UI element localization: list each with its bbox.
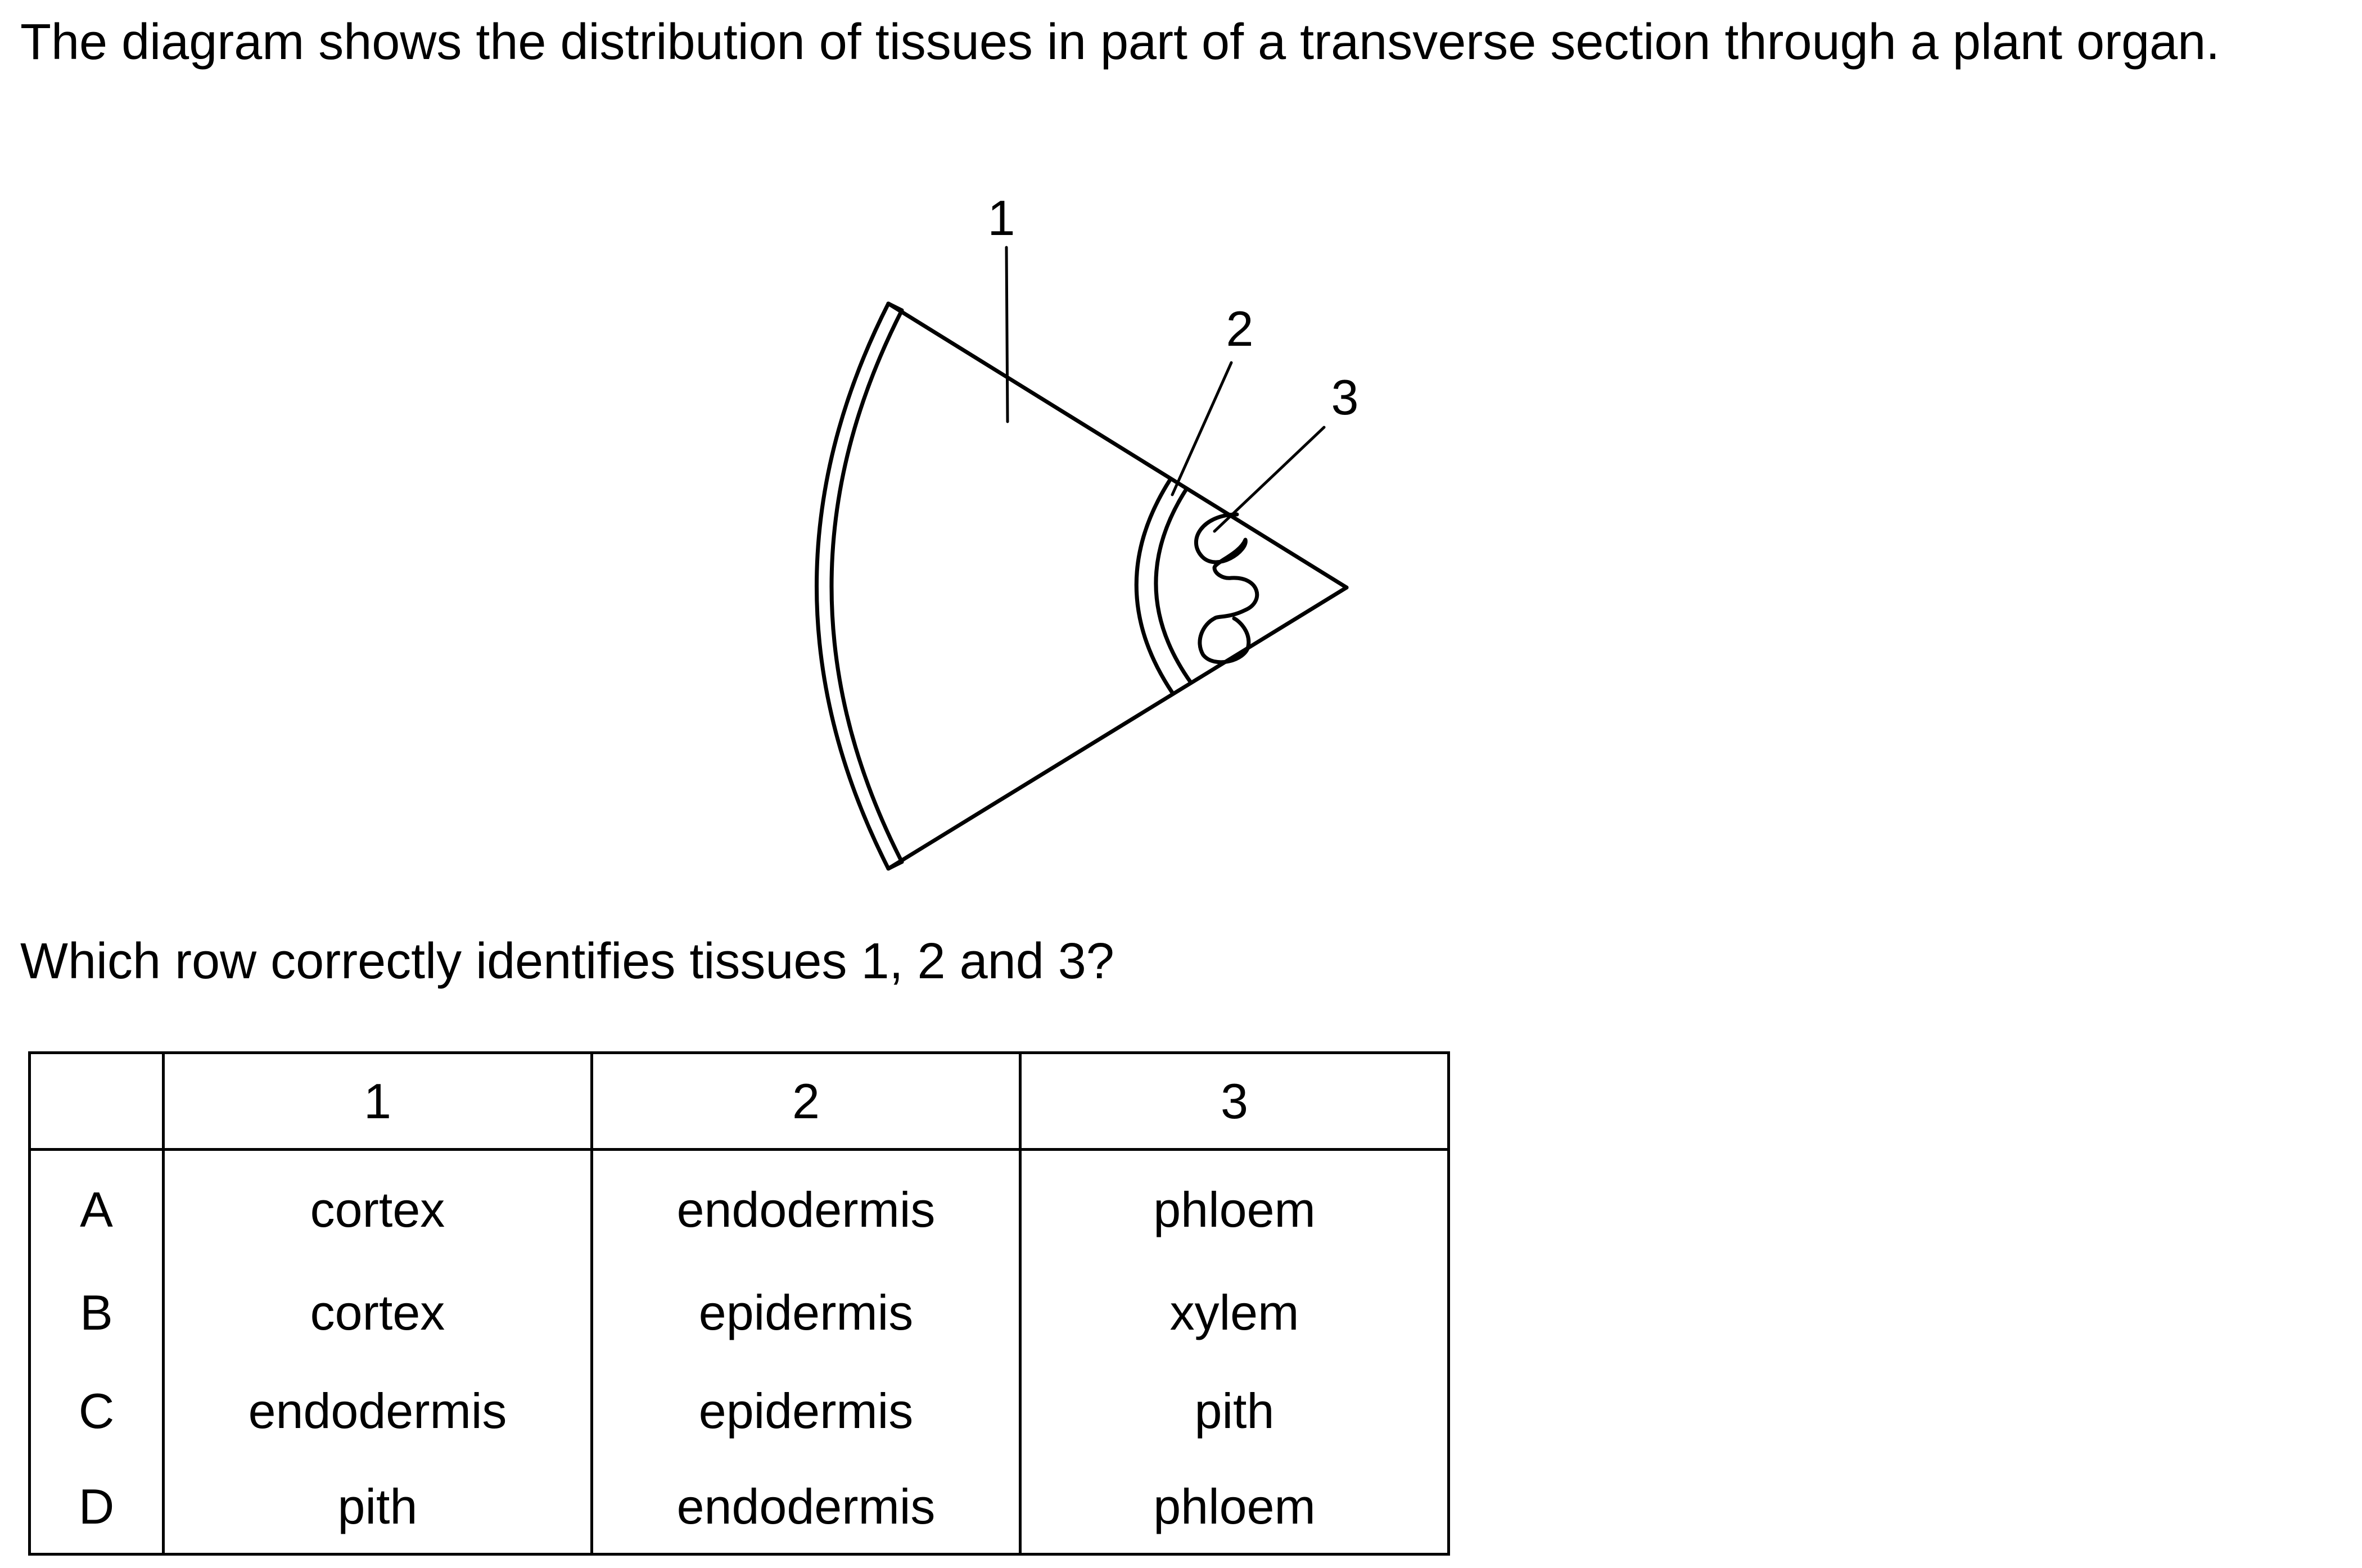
cell-tissue-3: pith bbox=[1019, 1362, 1450, 1460]
question-text: Which row correctly identifies tissues 1… bbox=[20, 933, 1114, 989]
header-key bbox=[28, 1051, 165, 1151]
outer-cap-top bbox=[886, 301, 904, 313]
cell-tissue-3: phloem bbox=[1019, 1149, 1450, 1263]
label-1: 1 bbox=[988, 190, 1015, 246]
cell-tissue-1: cortex bbox=[162, 1149, 593, 1263]
row-key: A bbox=[28, 1149, 165, 1263]
cell-tissue-2: endodermis bbox=[590, 1149, 1022, 1263]
table-row: B cortex epidermis xylem bbox=[28, 1263, 1450, 1362]
outer-arc-inner bbox=[829, 308, 904, 864]
inner-arc-inner bbox=[1154, 487, 1193, 685]
table-row: D pith endodermis phloem bbox=[28, 1460, 1450, 1556]
leader-line-2 bbox=[1171, 361, 1233, 496]
cell-tissue-2: endodermis bbox=[590, 1460, 1022, 1556]
leader-line-3 bbox=[1213, 426, 1326, 533]
sector-lower-edge bbox=[886, 585, 1349, 871]
header-tissue-1: 1 bbox=[162, 1051, 593, 1151]
table-row: A cortex endodermis phloem bbox=[28, 1149, 1450, 1263]
label-2: 2 bbox=[1226, 301, 1254, 356]
label-3: 3 bbox=[1331, 369, 1359, 425]
answer-table: 1 2 3 A cortex endodermis phloem B corte… bbox=[28, 1051, 1450, 1556]
cell-tissue-1: pith bbox=[162, 1460, 593, 1556]
intro-text: The diagram shows the distribution of ti… bbox=[20, 14, 2220, 70]
table-header-row: 1 2 3 bbox=[28, 1051, 1450, 1151]
outer-cap-bottom bbox=[886, 860, 904, 871]
leader-line-1 bbox=[1005, 246, 1009, 423]
cell-tissue-3: phloem bbox=[1019, 1460, 1450, 1556]
row-key: C bbox=[28, 1362, 165, 1460]
cell-tissue-1: cortex bbox=[162, 1263, 593, 1362]
cell-tissue-2: epidermis bbox=[590, 1263, 1022, 1362]
header-tissue-3: 3 bbox=[1019, 1051, 1450, 1151]
sector-upper-edge bbox=[886, 301, 1349, 590]
cell-tissue-2: epidermis bbox=[590, 1362, 1022, 1460]
header-tissue-2: 2 bbox=[590, 1051, 1022, 1151]
table-row: C endodermis epidermis pith bbox=[28, 1362, 1450, 1460]
row-key: B bbox=[28, 1263, 165, 1362]
inner-arc-outer bbox=[1134, 478, 1175, 695]
row-key: D bbox=[28, 1460, 165, 1556]
outer-arc-outer bbox=[815, 301, 891, 871]
cell-tissue-3: xylem bbox=[1019, 1263, 1450, 1362]
cell-tissue-1: endodermis bbox=[162, 1362, 593, 1460]
vascular-lobes bbox=[1194, 512, 1259, 665]
